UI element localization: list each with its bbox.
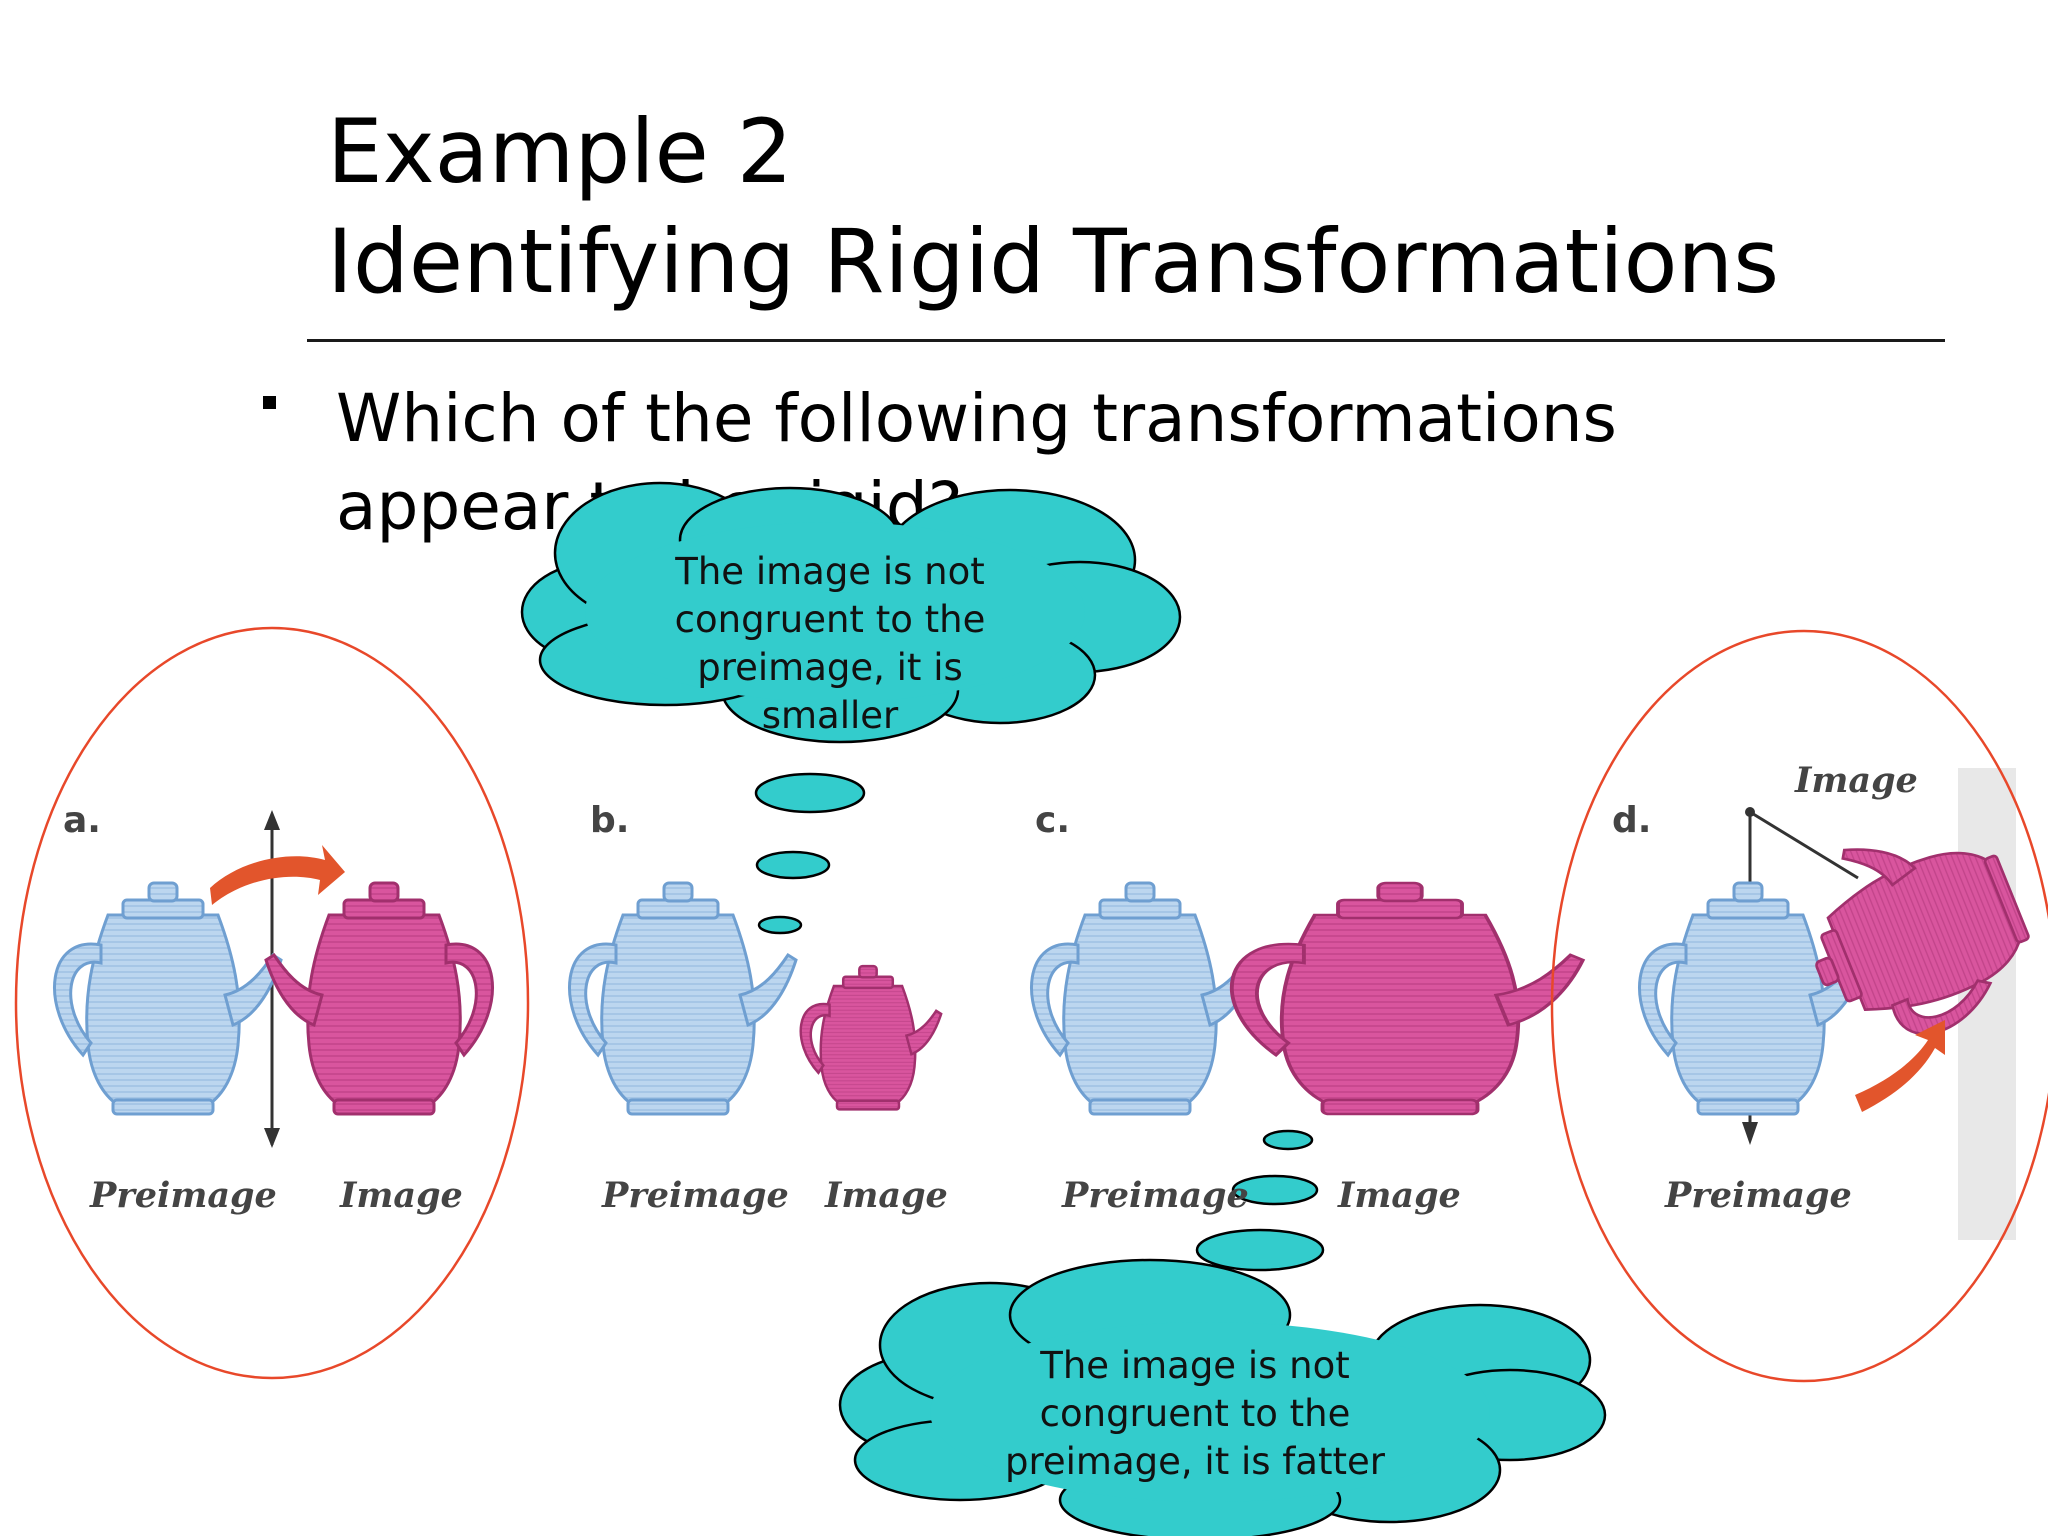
selection-ellipse-a: [14, 626, 530, 1380]
title-divider: [307, 339, 1945, 342]
callout-c-text: The image is not congruent to the preima…: [1005, 1344, 1385, 1483]
panel-a-letter: a.: [63, 800, 101, 841]
slide-title-line1: Example 2: [327, 100, 793, 203]
panel-a-preimage-label: Preimage: [90, 1175, 277, 1216]
panel-d-image-label: Image: [1795, 760, 1918, 801]
thought-cloud-b: [520, 481, 1182, 935]
panel-d-figure: [1638, 768, 2048, 1240]
panel-a-figure: [53, 810, 494, 1148]
selection-ellipse-d: [1550, 629, 2048, 1383]
panel-b-preimage-label: Preimage: [602, 1175, 789, 1216]
panel-c-letter: c.: [1035, 800, 1071, 841]
panel-d-letter: d.: [1612, 800, 1652, 841]
panel-b-image-label: Image: [825, 1175, 948, 1216]
thought-cloud-c: [838, 1129, 1607, 1536]
panel-c-preimage-label: Preimage: [1062, 1175, 1249, 1216]
panel-c-figure: [1030, 881, 1585, 1116]
slide-title-line2: Identifying Rigid Transformations: [327, 210, 1780, 313]
panel-c-image-label: Image: [1338, 1175, 1461, 1216]
panel-a-image-label: Image: [340, 1175, 463, 1216]
panel-b-figure: [568, 881, 943, 1116]
panel-b-letter: b.: [590, 800, 630, 841]
callout-b-text: The image is not congruent to the preima…: [674, 550, 986, 737]
panel-d-preimage-label: Preimage: [1665, 1175, 1852, 1216]
bullet-square-icon: [263, 396, 276, 409]
